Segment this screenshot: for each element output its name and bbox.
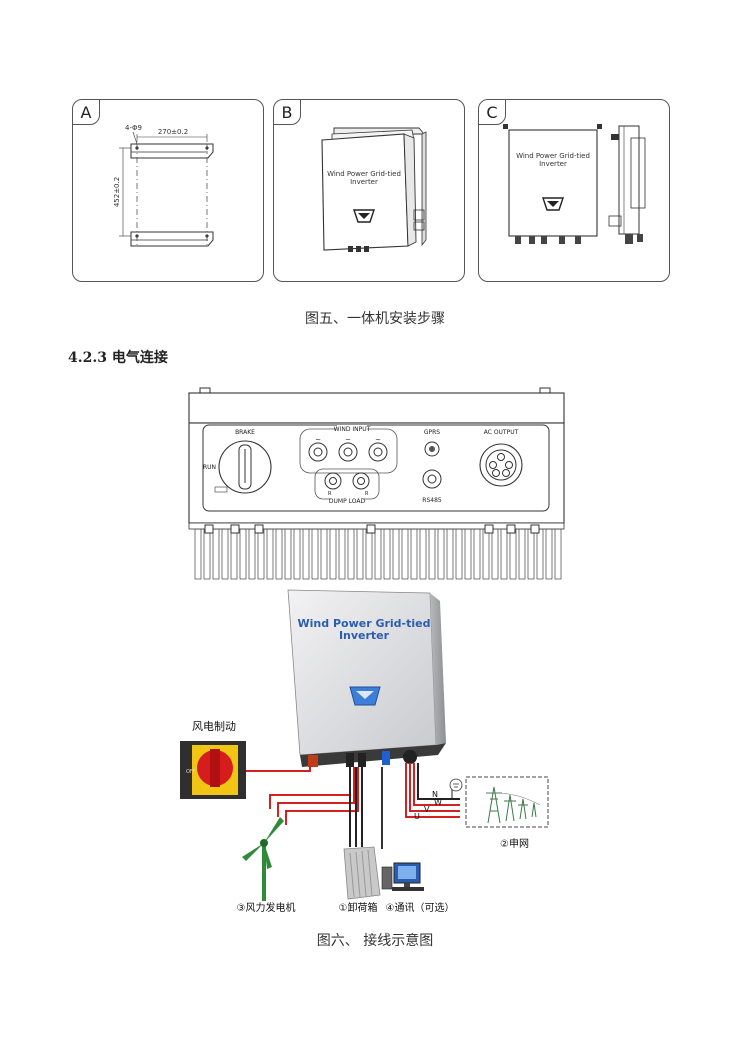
heatsink-fin [338, 528, 346, 580]
figure5-caption: 图五、一体机安装步骤 [305, 311, 445, 327]
svg-text:~: ~ [375, 436, 381, 444]
ac-output-text: AC OUTPUT [484, 429, 519, 436]
heatsink-fin [212, 528, 220, 580]
bracket-drawing: 270±0.2 4-Φ9 452±0.2 [113, 124, 214, 247]
heatsink-fin [275, 528, 283, 580]
heatsink-fin [464, 528, 472, 580]
panel-c-inverter-title: Wind Power Grid-tied [516, 152, 590, 160]
heatsink-fin [500, 528, 508, 580]
panel-tag-b: B [274, 100, 301, 125]
wind-turbine-icon [242, 817, 284, 901]
wind-input-text: WIND INPUT [334, 426, 371, 433]
heatsink-fin [437, 528, 445, 580]
gprs-text: GPRS [424, 429, 440, 436]
dim-hole-label: 4-Φ9 [125, 124, 142, 132]
bottom-screws [204, 524, 540, 534]
brake-label: 风电制动 [192, 720, 236, 733]
heatsink-fin [545, 528, 553, 580]
heatsink-fin [554, 528, 562, 580]
inverter-hang-drawing: Wind Power Grid-tied Inverter [321, 127, 427, 252]
heatsink-fin [410, 528, 418, 580]
grid-label: ②申网 [500, 837, 529, 850]
wind-input-ports: ~ ~ ~ [308, 436, 388, 462]
heatsink-fin [536, 528, 544, 580]
heatsink-fin [455, 528, 463, 580]
heatsink-fin [311, 528, 319, 580]
figure6-caption: 图六、 接线示意图 [316, 933, 434, 949]
heatsink-fin [302, 528, 310, 580]
heatsink-fin [419, 528, 427, 580]
r-label-2: R [365, 491, 369, 497]
panel-tag-a: A [73, 100, 100, 125]
heatsink-fin [320, 528, 328, 580]
heatsink-fin [329, 528, 337, 580]
heatsink-fin [482, 528, 490, 580]
ground-icon [449, 778, 463, 792]
dump-load-text: DUMP LOAD [329, 498, 366, 505]
heatsink-fins [194, 528, 562, 580]
heatsink-fin [365, 528, 373, 580]
computer-icon [381, 862, 424, 891]
panel-b-inverter-subtitle: Inverter [350, 178, 378, 186]
comm-label: ④通讯（可选） [386, 901, 455, 914]
phase-u-label: U [414, 812, 420, 821]
heatsink-fin [293, 528, 301, 580]
rs485-text: RS485 [422, 497, 442, 504]
heatsink-fin [491, 528, 499, 580]
heatsink-fin [347, 528, 355, 580]
wiring-diagram: Wind Power Grid-tied Inverter 风电制动 OFF N [180, 589, 549, 914]
svg-text:OFF: OFF [186, 769, 196, 775]
inverter-device: Wind Power Grid-tied Inverter [287, 589, 446, 767]
install-panel-a: A 270±0.2 4-Φ9 452±0.2 [72, 99, 264, 282]
heatsink-fin [401, 528, 409, 580]
panel-tag-c: C [479, 100, 506, 125]
heatsink-fin [509, 528, 517, 580]
heatsink-fin [221, 528, 229, 580]
dump-load-box-icon [343, 846, 381, 900]
svg-text:~: ~ [315, 436, 321, 444]
heatsink-fin [374, 528, 382, 580]
inverter-title-text: Wind Power Grid-tied [298, 617, 431, 630]
heatsink-fin [392, 528, 400, 580]
heatsink-fin [194, 528, 202, 580]
heatsink-fin [203, 528, 211, 580]
heatsink-fin [356, 528, 364, 580]
phase-n-label: N [432, 790, 438, 799]
section-heading: 4.2.3 电气连接 [68, 350, 168, 366]
phase-w-label: W [434, 798, 442, 807]
heatsink-fin [518, 528, 526, 580]
heatsink-fin [446, 528, 454, 580]
dim-side-label: 452±0.2 [113, 177, 121, 207]
heatsink-fin [257, 528, 265, 580]
inverter-front-side-drawing: Wind Power Grid-tied Inverter [503, 124, 646, 244]
brake-text: BRAKE [235, 429, 255, 436]
inverter-bottom-panel-drawing: BRAKE RUN WIND INPUT ~ ~ ~ R R DUMP LOAD… [188, 387, 565, 580]
install-panel-b: B Wind Power Grid-tied Inverter [273, 99, 465, 282]
wind-turbine-label: ③风力发电机 [237, 901, 296, 914]
heatsink-fin [284, 528, 292, 580]
dump-load-label: ①卸荷箱 [339, 901, 378, 914]
brake-switch-icon: OFF [180, 741, 246, 799]
dim-top-label: 270±0.2 [158, 128, 188, 136]
heatsink-fin [239, 528, 247, 580]
phase-v-label: V [424, 805, 430, 814]
heatsink-fin [248, 528, 256, 580]
heatsink-fin [527, 528, 535, 580]
panel-c-inverter-subtitle: Inverter [539, 160, 567, 168]
power-tower-icon [485, 786, 541, 824]
heatsink-fin [230, 528, 238, 580]
r-label-1: R [328, 491, 332, 497]
heatsink-fin [428, 528, 436, 580]
inverter-subtitle-text: Inverter [339, 629, 390, 642]
heatsink-fin [473, 528, 481, 580]
install-panel-c: C Wind Power Grid-tied Inverter [478, 99, 670, 282]
svg-text:~: ~ [345, 436, 351, 444]
run-text: RUN [203, 464, 216, 471]
panel-b-inverter-title: Wind Power Grid-tied [327, 170, 401, 178]
heatsink-fin [266, 528, 274, 580]
heatsink-fin [383, 528, 391, 580]
